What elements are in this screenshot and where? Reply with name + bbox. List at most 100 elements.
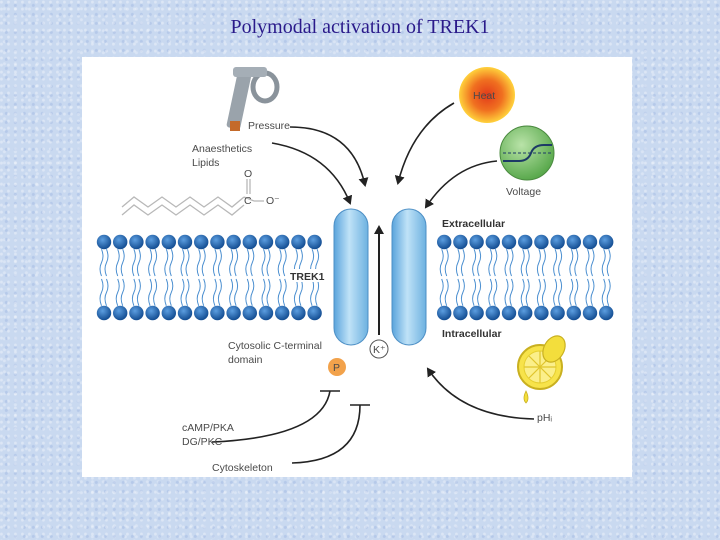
lipid-head bbox=[582, 305, 598, 321]
lipid-tail bbox=[164, 278, 169, 306]
lipid-tail bbox=[574, 249, 579, 277]
lipid-head bbox=[437, 234, 452, 250]
lipid-tail bbox=[444, 249, 449, 277]
lipid-tail bbox=[120, 278, 125, 306]
lipid-head bbox=[599, 234, 614, 250]
lipid-tail bbox=[298, 278, 303, 306]
lipid-tail bbox=[541, 249, 546, 277]
figure-canvas: Pressure Anaesthetics Lipids O C O⁻ Heat… bbox=[96, 67, 614, 474]
lipid-tail bbox=[266, 249, 271, 277]
lipid-tail bbox=[282, 278, 287, 306]
lipid-head bbox=[307, 305, 322, 321]
trek1-label-backing bbox=[288, 269, 322, 282]
lipid-tail bbox=[504, 278, 509, 306]
chem-o-label: O bbox=[244, 168, 252, 180]
heat-label: Heat bbox=[473, 90, 495, 102]
lipid-head bbox=[177, 305, 193, 321]
potassium-ion-icon bbox=[369, 339, 389, 359]
lipid-head bbox=[291, 234, 306, 250]
lipid-head bbox=[453, 234, 468, 250]
lipid-tail bbox=[558, 278, 563, 306]
ph-arrow bbox=[426, 367, 535, 420]
dg-pkc-label: DG/PKC bbox=[182, 436, 223, 448]
lipid-tail bbox=[455, 249, 460, 277]
lipid-tail bbox=[574, 278, 579, 306]
lipid-tail bbox=[217, 249, 222, 277]
lipid-head bbox=[501, 305, 517, 321]
lipid-tail bbox=[131, 278, 136, 306]
chem-o-minus-label: O⁻ bbox=[266, 195, 280, 207]
lipid-tail bbox=[153, 278, 158, 306]
lipid-tail bbox=[196, 278, 201, 306]
lipid-tail bbox=[601, 249, 606, 277]
lipid-head bbox=[550, 305, 565, 321]
lipid-tail bbox=[153, 249, 158, 277]
lipid-tail bbox=[509, 278, 514, 306]
lipid-tail bbox=[148, 249, 153, 277]
camp-pka-label: cAMP/PKA bbox=[182, 422, 234, 434]
lipid-bilayer bbox=[96, 234, 614, 321]
lipid-tail bbox=[553, 278, 558, 306]
lipid-tail bbox=[293, 278, 298, 306]
lipid-tail bbox=[455, 278, 460, 306]
lipid-tail bbox=[212, 278, 217, 306]
lipid-head bbox=[518, 234, 533, 250]
lipid-head bbox=[534, 305, 549, 321]
lipid-tail bbox=[569, 278, 574, 306]
lipid-head bbox=[242, 305, 257, 321]
lemon-icon bbox=[517, 335, 566, 404]
lipid-tail bbox=[229, 249, 234, 277]
lipid-head bbox=[145, 234, 160, 250]
lipid-tail bbox=[104, 278, 109, 306]
lipid-structure-icon bbox=[121, 179, 264, 216]
lipid-tail bbox=[185, 278, 190, 306]
lipid-tail bbox=[536, 278, 541, 306]
pressure-arrow bbox=[289, 126, 369, 187]
lipid-tail bbox=[277, 249, 282, 277]
lipid-head bbox=[258, 234, 274, 250]
lipid-tail bbox=[509, 249, 514, 277]
lipid-tail bbox=[115, 278, 120, 306]
lipid-head bbox=[291, 305, 306, 321]
lipid-head bbox=[113, 234, 128, 250]
voltage-label: Voltage bbox=[506, 186, 541, 198]
lipid-head bbox=[469, 305, 484, 321]
lipid-head bbox=[566, 234, 581, 250]
lipid-tail bbox=[472, 249, 477, 277]
lipid-tail bbox=[520, 249, 525, 277]
lipid-tail bbox=[477, 249, 482, 277]
lipid-head bbox=[469, 234, 484, 250]
lipid-tail bbox=[520, 278, 525, 306]
lipid-head bbox=[582, 234, 598, 250]
lipid-head bbox=[258, 305, 274, 321]
trek1-channel-left-subunit bbox=[333, 208, 369, 346]
lipid-tail bbox=[315, 278, 320, 306]
cterminal-label-line1: Cytosolic C-terminal bbox=[228, 340, 322, 352]
lipid-head bbox=[534, 234, 549, 250]
lipid-head bbox=[307, 234, 322, 250]
lipid-tail bbox=[439, 278, 444, 306]
lipid-head bbox=[129, 234, 144, 250]
lipid-tail bbox=[460, 249, 465, 277]
cytoskeleton-label: Cytoskeleton bbox=[212, 462, 273, 474]
lipid-head bbox=[566, 305, 581, 321]
voltage-icon bbox=[499, 125, 555, 181]
ph-label: pHᵢ bbox=[537, 412, 552, 424]
lipid-head bbox=[145, 305, 160, 321]
lipid-tail bbox=[169, 249, 174, 277]
lipid-head bbox=[226, 305, 241, 321]
lipid-tail bbox=[585, 249, 590, 277]
lipid-head bbox=[177, 234, 193, 250]
anaesthetics-arrow bbox=[271, 142, 353, 205]
lipid-tail bbox=[261, 249, 266, 277]
lipid-head bbox=[550, 234, 565, 250]
lipid-tail bbox=[131, 249, 136, 277]
lipid-tail bbox=[536, 249, 541, 277]
lipid-tail bbox=[601, 278, 606, 306]
lipid-head bbox=[485, 234, 500, 250]
lipid-tail bbox=[180, 278, 185, 306]
lipid-tail bbox=[250, 249, 255, 277]
lipid-tail bbox=[585, 278, 590, 306]
lipid-tail bbox=[234, 278, 239, 306]
lipid-tail bbox=[99, 249, 104, 277]
